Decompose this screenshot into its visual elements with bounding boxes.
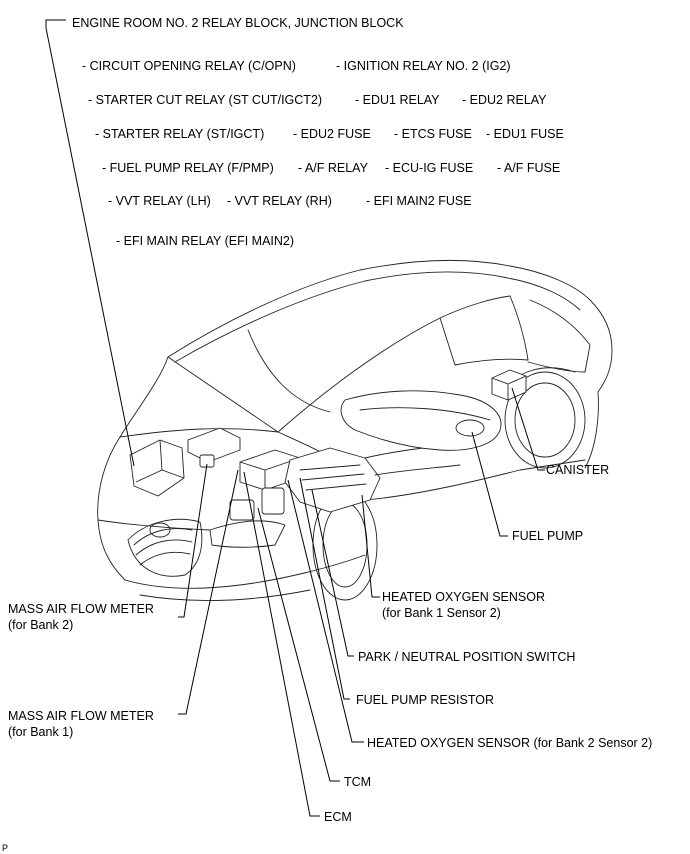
label-park-neutral-position-switch: PARK / NEUTRAL POSITION SWITCH: [358, 650, 575, 664]
header-item-efi-main2-fuse: - EFI MAIN2 FUSE: [366, 194, 472, 208]
header-item-edu2-relay: - EDU2 RELAY: [462, 93, 547, 107]
label-canister: CANISTER: [546, 463, 609, 477]
fuel-tank-component: [340, 390, 502, 451]
header-item-vvt-relay-lh: - VVT RELAY (LH): [108, 194, 211, 208]
header-item-fuel-pump-relay: - FUEL PUMP RELAY (F/PMP): [102, 161, 274, 175]
label-ho2-bank2-sensor2: HEATED OXYGEN SENSOR (for Bank 2 Sensor …: [367, 736, 652, 750]
label-ecm: ECM: [324, 810, 352, 824]
label-fuel-pump: FUEL PUMP: [512, 529, 583, 543]
header-item-af-relay: - A/F RELAY: [298, 161, 369, 175]
canister-component: [491, 369, 527, 401]
label-ho2-bank1-sensor2: HEATED OXYGEN SENSOR: [382, 590, 545, 604]
label-maf-bank1: MASS AIR FLOW METER: [8, 709, 154, 723]
label-maf-bank2-sub: (for Bank 2): [8, 618, 73, 632]
figure-code: P: [2, 843, 8, 853]
header-item-starter-cut-relay: - STARTER CUT RELAY (ST CUT/IGCT2): [88, 93, 322, 107]
label-tcm: TCM: [344, 775, 371, 789]
header-item-etcs-fuse: - ETCS FUSE: [394, 127, 472, 141]
header-item-ignition-relay-no2: - IGNITION RELAY NO. 2 (IG2): [336, 59, 511, 73]
header-item-vvt-relay-rh: - VVT RELAY (RH): [227, 194, 332, 208]
header-item-edu2-fuse: - EDU2 FUSE: [293, 127, 371, 141]
header-item-efi-main-relay: - EFI MAIN RELAY (EFI MAIN2): [116, 234, 294, 248]
header-item-edu1-relay: - EDU1 RELAY: [355, 93, 440, 107]
header-item-circuit-opening-relay: - CIRCUIT OPENING RELAY (C/OPN): [82, 59, 296, 73]
maf-meter-bank2-component: [187, 427, 241, 468]
label-fuel-pump-resistor: FUEL PUMP RESISTOR: [356, 693, 494, 707]
header-item-af-fuse: - A/F FUSE: [497, 161, 560, 175]
leader-lines: [45, 19, 545, 817]
header-item-starter-relay: - STARTER RELAY (ST/IGCT): [95, 127, 264, 141]
relay-block-component: [129, 439, 185, 497]
car-body-illustration: [97, 259, 613, 601]
header-item-edu1-fuse: - EDU1 FUSE: [486, 127, 564, 141]
label-maf-bank1-sub: (for Bank 1): [8, 725, 73, 739]
header-title: ENGINE ROOM NO. 2 RELAY BLOCK, JUNCTION …: [72, 16, 404, 30]
label-maf-bank2: MASS AIR FLOW METER: [8, 602, 154, 616]
label-ho2-bank1-sensor2-sub: (for Bank 1 Sensor 2): [382, 606, 501, 620]
header-item-ecu-ig-fuse: - ECU-IG FUSE: [385, 161, 473, 175]
